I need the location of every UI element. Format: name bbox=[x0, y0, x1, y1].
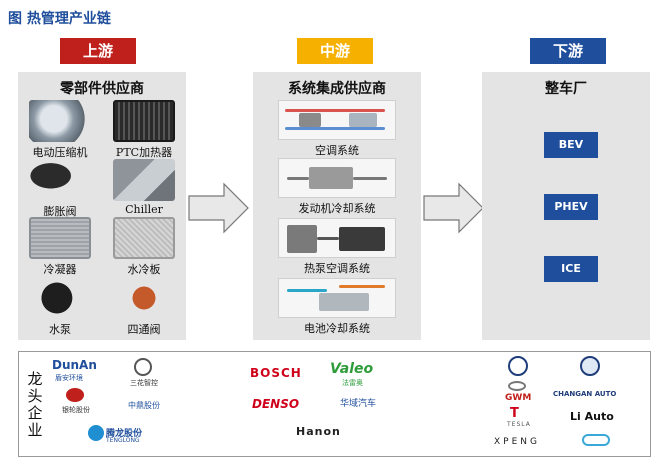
vehicle-type-phev: PHEV bbox=[544, 194, 598, 220]
cold-plate-icon bbox=[113, 217, 175, 259]
part-cold-plate: 水冷板 bbox=[108, 217, 180, 277]
logo-valeo: Valeo bbox=[330, 361, 374, 377]
condenser-icon bbox=[29, 217, 91, 259]
part-label: 电动压缩机 bbox=[32, 146, 88, 159]
part-label: 冷凝器 bbox=[43, 263, 77, 276]
logo-tenglong-cn: 腾龙股份 bbox=[106, 429, 143, 439]
bmw-logo-icon bbox=[580, 356, 600, 376]
logo-yinlun: 银轮股份 bbox=[62, 406, 90, 414]
logo-dunan: DunAn bbox=[52, 358, 97, 372]
logo-changan: CHANGAN AUTO bbox=[553, 390, 617, 398]
part-ptc-heater: PTC加热器 bbox=[108, 100, 180, 160]
ac-system-diagram-icon bbox=[278, 100, 396, 140]
part-chiller: Chiller bbox=[108, 159, 180, 216]
flow-arrow-right-icon bbox=[188, 182, 249, 234]
four-way-valve-icon bbox=[113, 277, 175, 319]
logo-zhongding: 中鼎股份 bbox=[128, 401, 160, 410]
logo-denso: DENSO bbox=[252, 397, 300, 411]
logo-gwm: GWM bbox=[505, 393, 532, 403]
logo-bosch: BOSCH bbox=[250, 366, 302, 380]
yinlun-logo-icon bbox=[66, 388, 84, 402]
system-battery-cooling: 电池冷却系统 bbox=[273, 278, 401, 336]
logo-hanon: Hanon bbox=[296, 425, 341, 438]
downstream-panel-title: 整车厂 bbox=[545, 81, 587, 97]
part-four-way-valve: 四通阀 bbox=[108, 277, 180, 337]
ptc-heater-icon bbox=[113, 100, 175, 142]
system-air-conditioning: 空调系统 bbox=[273, 100, 401, 158]
upstream-panel: 零部件供应商 电动压缩机 PTC加热器 膨胀阀 Chiller 冷凝器 水冷板 … bbox=[18, 72, 186, 340]
midstream-panel-title: 系统集成供应商 bbox=[288, 81, 386, 97]
sanhua-logo-icon bbox=[134, 358, 152, 376]
part-label: 膨胀阀 bbox=[43, 205, 77, 218]
part-label: Chiller bbox=[125, 203, 163, 216]
system-label: 电池冷却系统 bbox=[304, 322, 370, 335]
vehicle-type-ice: ICE bbox=[544, 256, 598, 282]
logo-xpeng: XPENG bbox=[494, 437, 540, 447]
tesla-logo-icon: T bbox=[510, 406, 519, 421]
engine-cooling-diagram-icon bbox=[278, 158, 396, 198]
system-label: 发动机冷却系统 bbox=[298, 202, 376, 215]
part-water-pump: 水泵 bbox=[24, 277, 96, 337]
part-label: 四通阀 bbox=[127, 323, 161, 336]
logo-valeo-cn: 法雷奥 bbox=[342, 379, 363, 387]
part-expansion-valve: 膨胀阀 bbox=[24, 159, 96, 219]
midstream-panel: 系统集成供应商 空调系统 发动机冷却系统 热泵空调系统 电池冷 bbox=[253, 72, 421, 340]
part-compressor: 电动压缩机 bbox=[24, 100, 96, 160]
part-condenser: 冷凝器 bbox=[24, 217, 96, 277]
part-label: PTC加热器 bbox=[115, 146, 173, 159]
tenglong-logo-icon bbox=[88, 425, 104, 441]
logo-tesla: TESLA bbox=[507, 421, 531, 428]
system-label: 空调系统 bbox=[315, 144, 359, 157]
logo-li-auto: Li Auto bbox=[570, 410, 614, 423]
logo-sanhua: 三花智控 bbox=[130, 379, 158, 387]
system-engine-cooling: 发动机冷却系统 bbox=[273, 158, 401, 216]
gwm-logo-icon bbox=[508, 381, 526, 391]
logo-tenglong: TENGLONG bbox=[106, 437, 140, 444]
compressor-icon bbox=[29, 100, 91, 142]
system-heat-pump-ac: 热泵空调系统 bbox=[273, 218, 401, 276]
heat-pump-diagram-icon bbox=[278, 218, 396, 258]
vehicle-type-bev: BEV bbox=[544, 132, 598, 158]
logo-dunan-cn: 盾安环境 bbox=[55, 374, 83, 382]
midstream-tag: 中游 bbox=[297, 38, 373, 64]
brand-logo-icon bbox=[582, 434, 610, 446]
downstream-tag: 下游 bbox=[530, 38, 606, 64]
upstream-panel-title: 零部件供应商 bbox=[60, 81, 144, 97]
leading-companies-box bbox=[18, 351, 651, 457]
battery-cooling-diagram-icon bbox=[278, 278, 396, 318]
figure-title: 图 热管理产业链 bbox=[8, 11, 111, 27]
logo-huayu: 华域汽车 bbox=[340, 399, 377, 409]
part-label: 水冷板 bbox=[127, 263, 161, 276]
system-label: 热泵空调系统 bbox=[304, 262, 370, 275]
flow-arrow-right-icon bbox=[423, 182, 484, 234]
upstream-tag: 上游 bbox=[60, 38, 136, 64]
volkswagen-logo-icon bbox=[508, 356, 528, 376]
expansion-valve-icon bbox=[29, 159, 91, 201]
water-pump-icon bbox=[29, 277, 91, 319]
chiller-icon bbox=[113, 159, 175, 201]
part-label: 水泵 bbox=[49, 323, 71, 336]
leading-companies-label: 龙头企业 bbox=[27, 370, 43, 439]
